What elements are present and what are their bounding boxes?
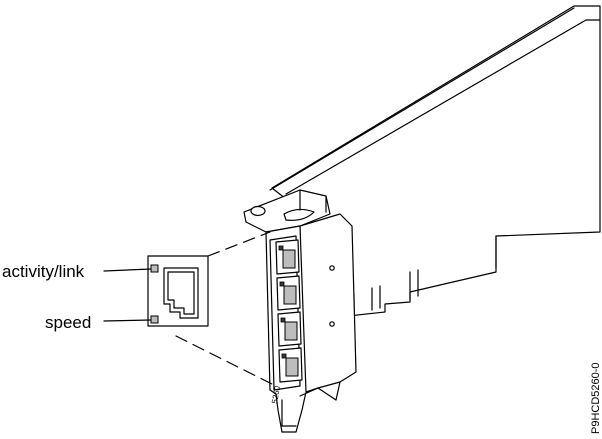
- activity-link-led: [150, 264, 159, 273]
- bracket-port-4: [278, 347, 303, 383]
- bracket-port-3: [277, 311, 302, 347]
- speed-pointer: [103, 319, 152, 322]
- callout-leaders: [175, 231, 273, 385]
- bracket-ports: [275, 239, 303, 383]
- activity-link-pointer: [103, 268, 152, 272]
- card-marking: 5260: [270, 385, 282, 405]
- bracket-top-tab: [243, 189, 331, 233]
- bracket-port-1: [275, 239, 300, 275]
- figure-id: P9HCD5260-0: [590, 362, 602, 434]
- speed-led: [150, 315, 159, 324]
- speed-label: speed: [45, 313, 91, 332]
- activity-link-label: activity/link: [2, 262, 85, 281]
- enlarged-port: [147, 255, 209, 327]
- bracket-port-2: [276, 275, 301, 311]
